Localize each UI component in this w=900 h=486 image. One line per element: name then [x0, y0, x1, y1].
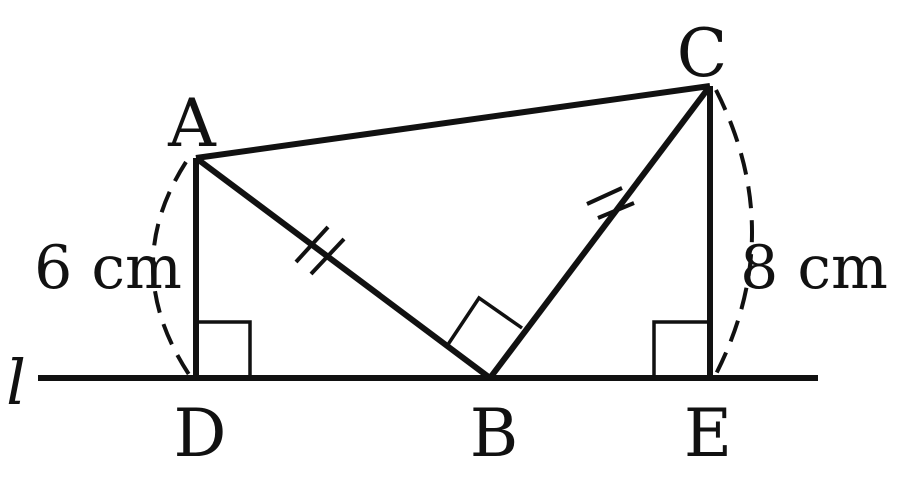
measure-arc-right — [714, 89, 754, 375]
measure-label-left: 6 cm — [34, 233, 182, 303]
measure-arc-left — [151, 160, 192, 378]
segment-AC — [195, 83, 711, 161]
right-angle-E — [652, 320, 708, 376]
right-angle-D — [198, 320, 252, 376]
point-label-C: C — [677, 15, 728, 92]
tick-marks-AB — [294, 225, 346, 276]
point-label-A: A — [167, 85, 217, 162]
line-label-l: l — [6, 346, 26, 419]
segment-AB — [194, 155, 492, 381]
tick-marks-BC — [586, 186, 635, 220]
measure-label-right: 8 cm — [740, 233, 888, 303]
point-label-E: E — [684, 395, 732, 472]
point-label-B: B — [470, 395, 519, 472]
right-angle-B — [445, 295, 524, 347]
point-label-D: D — [174, 395, 227, 472]
segment-BC — [487, 84, 713, 380]
